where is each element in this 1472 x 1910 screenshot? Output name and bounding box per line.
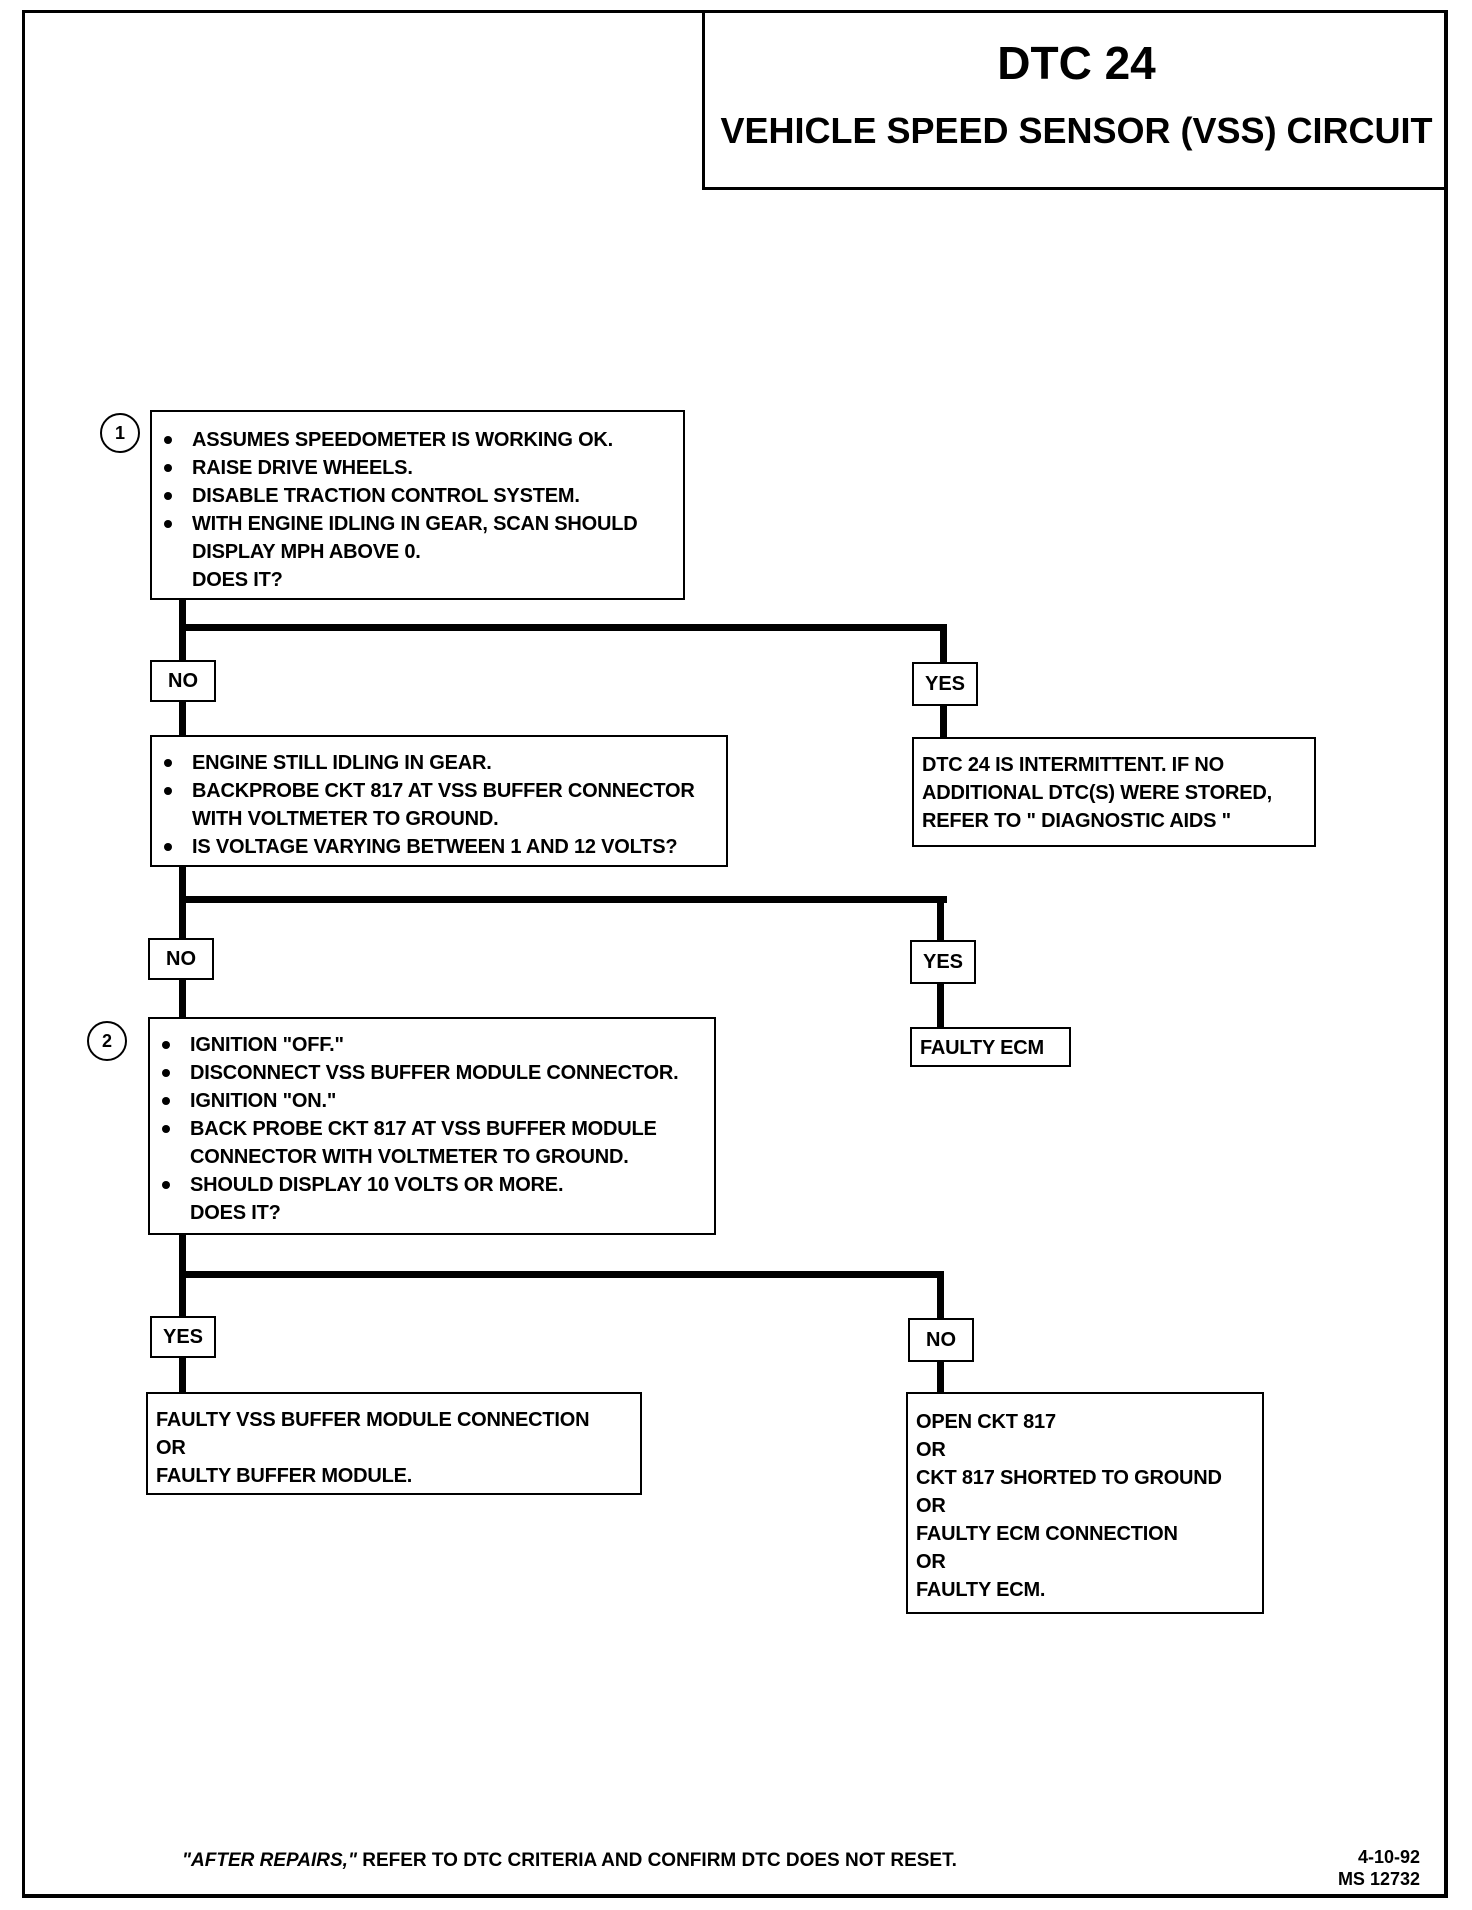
check-item: BACKPROBE CKT 817 AT VSS BUFFER CONNECTO… (152, 777, 726, 805)
step-1-item: DISABLE TRACTION CONTROL SYSTEM. (152, 482, 683, 510)
intermittent-result-box: DTC 24 IS INTERMITTENT. IF NO ADDITIONAL… (912, 737, 1316, 847)
result-line: OR (916, 1439, 946, 1461)
connector-line (940, 704, 947, 738)
step-1-continuation: DISPLAY MPH ABOVE 0. (192, 541, 421, 563)
step-2-continuation: CONNECTOR WITH VOLTMETER TO GROUND. (190, 1146, 629, 1168)
voltage-check-box: ENGINE STILL IDLING IN GEAR. BACKPROBE C… (150, 735, 728, 867)
document-date: 4-10-92 (1357, 1847, 1420, 1867)
step-1-item: ASSUMES SPEEDOMETER IS WORKING OK. (152, 426, 683, 454)
step-2-marker: 2 (87, 1021, 127, 1061)
result-line: FAULTY ECM (920, 1037, 1044, 1059)
step-2-item: IGNITION "ON." (150, 1087, 714, 1115)
document-reference: 4-10-92 MS 12732 (1338, 1846, 1420, 1890)
result-line: OR (916, 1495, 946, 1517)
step-1-box: ASSUMES SPEEDOMETER IS WORKING OK. RAISE… (150, 410, 685, 600)
result-line: OR (156, 1437, 186, 1459)
result-line: DTC 24 IS INTERMITTENT. IF NO (922, 754, 1224, 776)
connector-line (937, 982, 944, 1032)
result-line: REFER TO " DIAGNOSTIC AIDS " (922, 810, 1231, 832)
after-repairs-note: "AFTER REPAIRS," REFER TO DTC CRITERIA A… (182, 1850, 957, 1872)
result-line: FAULTY BUFFER MODULE. (156, 1465, 413, 1487)
connector-line (937, 896, 944, 942)
step-2-box: IGNITION "OFF." DISCONNECT VSS BUFFER MO… (148, 1017, 716, 1235)
step-2-item: BACK PROBE CKT 817 AT VSS BUFFER MODULE (150, 1115, 714, 1143)
branch-3-yes-label: YES (150, 1316, 216, 1358)
result-line: OR (916, 1551, 946, 1573)
connector-line (179, 700, 186, 736)
open-circuit-result-box: OPEN CKT 817 OR CKT 817 SHORTED TO GROUN… (906, 1392, 1264, 1614)
check-question: IS VOLTAGE VARYING BETWEEN 1 AND 12 VOLT… (152, 833, 726, 861)
result-line: FAULTY ECM. (916, 1579, 1046, 1601)
faulty-ecm-box: FAULTY ECM (910, 1027, 1071, 1067)
check-item: ENGINE STILL IDLING IN GEAR. (152, 749, 726, 777)
result-line: FAULTY ECM CONNECTION (916, 1523, 1178, 1545)
result-line: ADDITIONAL DTC(S) WERE STORED, (922, 782, 1272, 804)
buffer-module-result-box: FAULTY VSS BUFFER MODULE CONNECTION OR F… (146, 1392, 642, 1495)
result-line: CKT 817 SHORTED TO GROUND (916, 1467, 1222, 1489)
title-block: DTC 24 VEHICLE SPEED SENSOR (VSS) CIRCUI… (702, 10, 1448, 190)
connector-line (940, 624, 947, 670)
result-line: FAULTY VSS BUFFER MODULE CONNECTION (156, 1409, 590, 1431)
step-2-item: DISCONNECT VSS BUFFER MODULE CONNECTOR. (150, 1059, 714, 1087)
step-2-question: DOES IT? (190, 1202, 281, 1224)
step-1-marker: 1 (100, 413, 140, 453)
page-frame (22, 10, 1448, 1898)
branch-1-no-label: NO (150, 660, 216, 702)
step-2-item: SHOULD DISPLAY 10 VOLTS OR MORE. (150, 1171, 714, 1199)
branch-1-yes-label: YES (912, 662, 978, 706)
step-1-question: DOES IT? (192, 569, 283, 591)
after-repairs-label: "AFTER REPAIRS," (182, 1850, 357, 1871)
after-repairs-text: REFER TO DTC CRITERIA AND CONFIRM DTC DO… (356, 1850, 957, 1871)
connector-line (937, 1271, 944, 1321)
branch-3-no-label: NO (908, 1318, 974, 1362)
connector-line (179, 596, 186, 666)
connector-line (937, 1358, 944, 1394)
page-subtitle: VEHICLE SPEED SENSOR (VSS) CIRCUIT (720, 110, 1433, 151)
branch-2-no-label: NO (148, 938, 214, 980)
page-title: DTC 24 (997, 37, 1156, 89)
connector-line (179, 978, 186, 1020)
connector-line (179, 1271, 944, 1278)
document-code: MS 12732 (1337, 1869, 1420, 1889)
step-1-item: RAISE DRIVE WHEELS. (152, 454, 683, 482)
connector-line (179, 1354, 186, 1394)
result-line: OPEN CKT 817 (916, 1411, 1056, 1433)
check-continuation: WITH VOLTMETER TO GROUND. (192, 808, 499, 830)
branch-2-yes-label: YES (910, 940, 976, 984)
step-1-item: WITH ENGINE IDLING IN GEAR, SCAN SHOULD (152, 510, 683, 538)
connector-line (179, 624, 947, 631)
connector-line (179, 896, 947, 903)
step-2-item: IGNITION "OFF." (150, 1031, 714, 1059)
